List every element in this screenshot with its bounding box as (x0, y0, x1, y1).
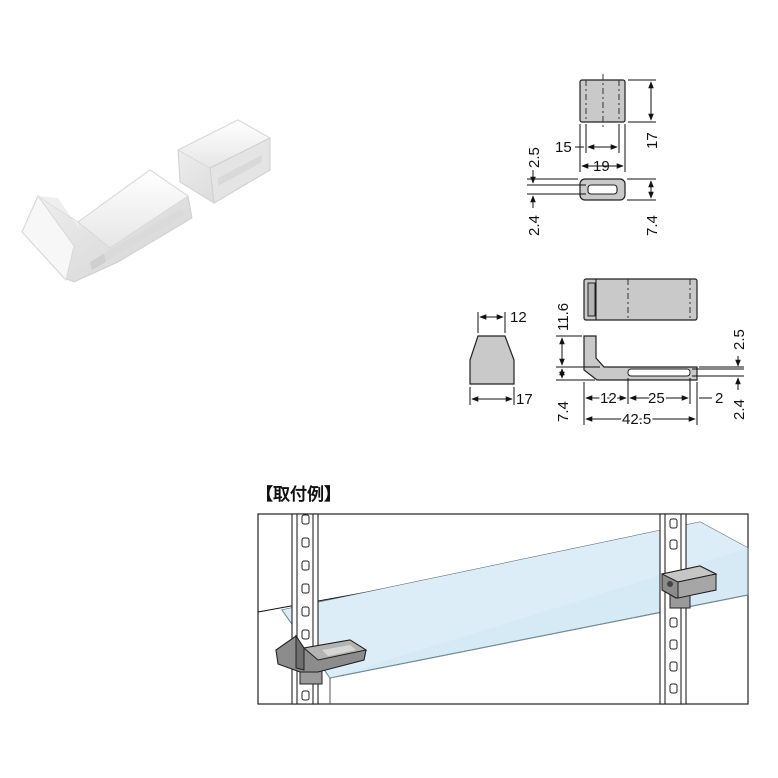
cap-piece-drawing: 17 15 19 2.5 2.4 7.4 (526, 74, 661, 236)
dim-block-bottom-width: 17 (516, 391, 533, 408)
bracket-top-view (583, 278, 698, 321)
left-support-bracket (275, 634, 368, 685)
bracket-piece-photo (21, 169, 193, 283)
dim-bracket-upper-thickness: 2.5 (731, 329, 748, 350)
bracket-drawing: 11.6 7.4 2.5 2.4 12 25 2 42.5 (555, 278, 748, 430)
block-side-view (469, 335, 515, 385)
section-title: 【取付例】 (256, 484, 341, 505)
product-photo (21, 119, 272, 283)
dim-bracket-lower-height: 7.4 (555, 401, 572, 422)
dim-bracket-base-width: 12 (600, 390, 617, 407)
dim-top-inner-width: 15 (555, 139, 572, 156)
dim-top-height: 17 (644, 132, 661, 149)
right-support-bracket (660, 565, 718, 609)
right-shelf-rail (659, 513, 687, 705)
dim-bracket-slot-width: 25 (648, 390, 665, 407)
cap-top-view (579, 79, 626, 123)
dim-top-right-height: 7.4 (644, 215, 661, 236)
block-drawing: 12 17 (469, 309, 533, 408)
dim-bracket-total-width: 42.5 (622, 411, 651, 428)
installation-example (257, 513, 749, 705)
dim-top-lower-thickness: 2.4 (526, 215, 543, 236)
dim-bracket-lower-thickness: 2.4 (731, 399, 748, 420)
dim-top-upper-thickness: 2.5 (526, 147, 543, 168)
dim-bracket-vertical-height: 11.6 (555, 303, 572, 331)
cap-piece-photo (176, 119, 272, 204)
dim-top-outer-width: 19 (593, 158, 610, 175)
dim-block-top-width: 12 (510, 309, 527, 326)
dim-bracket-end-width: 2 (715, 390, 723, 407)
